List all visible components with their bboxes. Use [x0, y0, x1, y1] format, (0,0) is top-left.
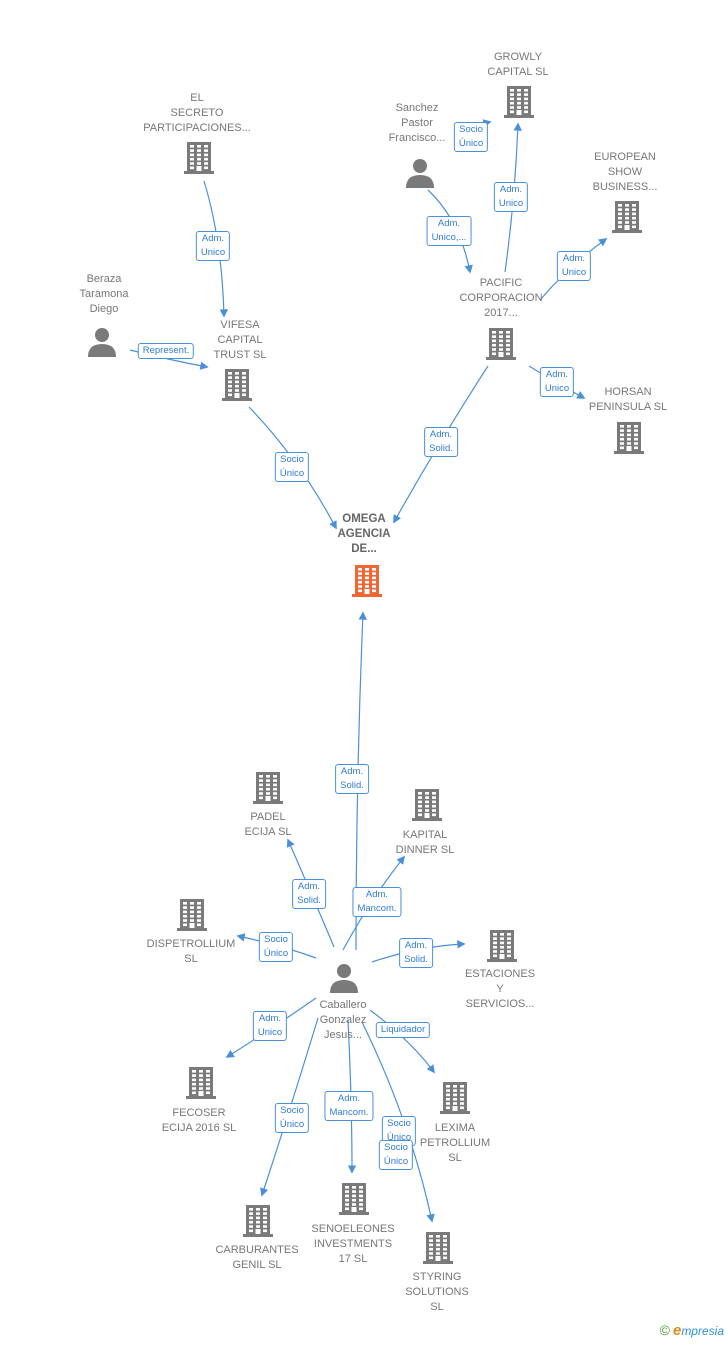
building-icon-estaciones[interactable]	[485, 928, 519, 962]
relation-badge-8[interactable]: Adm. Unico	[539, 367, 575, 397]
node-label-kapital[interactable]: KAPITAL DINNER SL	[395, 829, 455, 856]
node-label-senoeleones[interactable]: SENOELEONES INVESTMENTS 17 SL	[311, 1223, 395, 1265]
person-icon-caballero[interactable]	[327, 960, 361, 994]
building-icon-vifesa[interactable]	[220, 367, 254, 401]
building-icon-omega[interactable]	[350, 563, 384, 597]
relation-badge-12[interactable]: Socio Único	[258, 932, 294, 962]
relation-badge-16[interactable]: Socio Único	[274, 1103, 310, 1133]
node-label-sanchez[interactable]: Sanchez Pastor Francisco...	[388, 102, 446, 144]
node-label-caballero[interactable]: Caballero Gonzalez Jesus...	[319, 999, 367, 1041]
relation-badge-19[interactable]: Socio Único	[378, 1140, 414, 1170]
building-icon-styring[interactable]	[421, 1230, 455, 1264]
relation-badge-11[interactable]: Adm. Mancom.	[352, 887, 402, 917]
relation-badge-17[interactable]: Adm. Mancom.	[324, 1091, 374, 1121]
building-icon-horsan[interactable]	[612, 420, 646, 454]
relation-badge-3[interactable]: Adm. Solid.	[424, 427, 458, 457]
building-icon-padel[interactable]	[251, 770, 285, 804]
relation-badge-1[interactable]: Adm. Unico	[195, 231, 231, 261]
building-icon-carburantes[interactable]	[241, 1203, 275, 1237]
person-icon-beraza[interactable]	[85, 324, 119, 358]
node-label-growly[interactable]: GROWLY CAPITAL SL	[487, 51, 549, 78]
brand-name: mpresia	[681, 1324, 724, 1338]
node-label-beraza[interactable]: Beraza Taramona Diego	[79, 273, 129, 315]
relation-badge-5[interactable]: Socio Único	[453, 122, 489, 152]
edge-15	[369, 1009, 436, 1074]
node-label-carburantes[interactable]: CARBURANTES GENIL SL	[215, 1244, 299, 1271]
node-label-padel[interactable]: PADEL ECIJA SL	[244, 811, 292, 838]
building-icon-growly[interactable]	[502, 84, 536, 118]
node-label-dispetrollium[interactable]: DISPETROLLIUM SL	[146, 938, 236, 965]
relation-badge-7[interactable]: Adm. Unico	[556, 251, 592, 281]
building-icon-european[interactable]	[610, 199, 644, 233]
node-label-lexima[interactable]: LEXIMA PETROLLIUM SL	[419, 1122, 491, 1164]
relation-badge-14[interactable]: Adm. Unico	[252, 1011, 288, 1041]
node-label-horsan[interactable]: HORSAN PENINSULA SL	[588, 386, 668, 413]
node-label-european[interactable]: EUROPEAN SHOW BUSINESS...	[592, 151, 658, 193]
building-icon-elsecreto[interactable]	[182, 140, 216, 174]
building-icon-kapital[interactable]	[410, 787, 444, 821]
relation-badge-10[interactable]: Adm. Solid.	[292, 879, 326, 909]
node-label-styring[interactable]: STYRING SOLUTIONS SL	[405, 1271, 469, 1313]
building-icon-senoeleones[interactable]	[337, 1181, 371, 1215]
node-label-omega[interactable]: OMEGA AGENCIA DE...	[337, 513, 391, 555]
building-icon-pacific[interactable]	[484, 326, 518, 360]
node-label-elsecreto[interactable]: EL SECRETO PARTICIPACIONES...	[143, 92, 251, 134]
building-icon-dispetrollium[interactable]	[175, 897, 209, 931]
building-icon-lexima[interactable]	[438, 1080, 472, 1114]
building-icon-fecoser[interactable]	[184, 1065, 218, 1099]
relation-badge-13[interactable]: Adm. Solid.	[399, 938, 433, 968]
relation-badge-0[interactable]: Socio Único	[274, 452, 310, 482]
node-label-vifesa[interactable]: VIFESA CAPITAL TRUST SL	[213, 319, 267, 361]
empresia-logo: ©empresia	[660, 1322, 724, 1339]
relation-badge-2[interactable]: Represent.	[137, 343, 195, 359]
copyright-icon: ©	[659, 1322, 670, 1338]
relation-badge-6[interactable]: Adm. Unico,...	[426, 216, 472, 246]
edge-2	[129, 349, 209, 370]
node-label-estaciones[interactable]: ESTACIONES Y SERVICIOS...	[464, 968, 536, 1010]
node-label-fecoser[interactable]: FECOSER ECIJA 2016 SL	[161, 1107, 237, 1134]
relation-badge-9[interactable]: Adm. Solid.	[335, 764, 369, 794]
relation-badge-4[interactable]: Adm. Unico	[493, 182, 529, 212]
node-label-pacific[interactable]: PACIFIC CORPORACION 2017...	[459, 277, 543, 319]
relation-badge-15[interactable]: Liquidador	[375, 1022, 431, 1038]
person-icon-sanchez[interactable]	[403, 155, 437, 189]
brand-initial: e	[672, 1322, 682, 1339]
